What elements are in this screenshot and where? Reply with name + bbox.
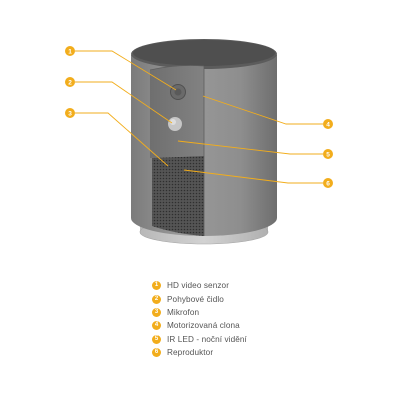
callout-marker-4: 4 <box>323 119 333 129</box>
callout-marker-5: 5 <box>323 149 333 159</box>
legend-number-badge: 3 <box>152 307 161 317</box>
svg-text:3: 3 <box>68 110 72 117</box>
callout-line-2 <box>75 81 173 124</box>
callout-marker-2: 2 <box>65 77 75 87</box>
callout-line-6 <box>183 169 323 184</box>
legend-item: 4 Motorizovaná clona <box>152 319 247 332</box>
legend-number-badge: 1 <box>152 281 161 291</box>
callout-line-4 <box>202 95 323 125</box>
legend-number-badge: 5 <box>152 334 161 344</box>
callout-marker-3: 3 <box>65 108 75 118</box>
svg-text:4: 4 <box>326 121 330 128</box>
callout-marker-1: 1 <box>65 46 75 56</box>
legend-item: 6 Reproduktor <box>152 346 247 359</box>
svg-text:1: 1 <box>68 48 72 55</box>
legend-item: 2 Pohybové čidlo <box>152 292 247 305</box>
callout-marker-6: 6 <box>323 178 333 188</box>
lens-icon <box>170 84 186 100</box>
legend-label: HD video senzor <box>167 281 230 291</box>
callout-lines <box>75 50 323 184</box>
callout-line-1 <box>75 50 177 91</box>
speaker-grille-icon <box>152 156 204 236</box>
callout-line-5 <box>177 140 323 155</box>
legend-label: IR LED - noční vidění <box>167 334 247 344</box>
legend-label: Motorizovaná clona <box>167 321 240 331</box>
legend-number-badge: 2 <box>152 294 161 304</box>
legend-number-badge: 4 <box>152 321 161 331</box>
svg-text:6: 6 <box>326 180 330 187</box>
svg-text:5: 5 <box>326 151 330 158</box>
legend-item: 1 HD video senzor <box>152 279 247 292</box>
legend-number-badge: 6 <box>152 348 161 358</box>
legend-item: 3 Mikrofon <box>152 306 247 319</box>
legend-label: Pohybové čidlo <box>167 294 224 304</box>
svg-text:2: 2 <box>68 79 72 86</box>
legend-label: Reproduktor <box>167 348 214 358</box>
legend: 1 HD video senzor 2 Pohybové čidlo 3 Mik… <box>152 279 247 359</box>
motion-sensor-icon <box>168 117 182 131</box>
callout-line-3 <box>75 112 169 167</box>
legend-label: Mikrofon <box>167 307 200 317</box>
legend-item: 5 IR LED - noční vidění <box>152 333 247 346</box>
